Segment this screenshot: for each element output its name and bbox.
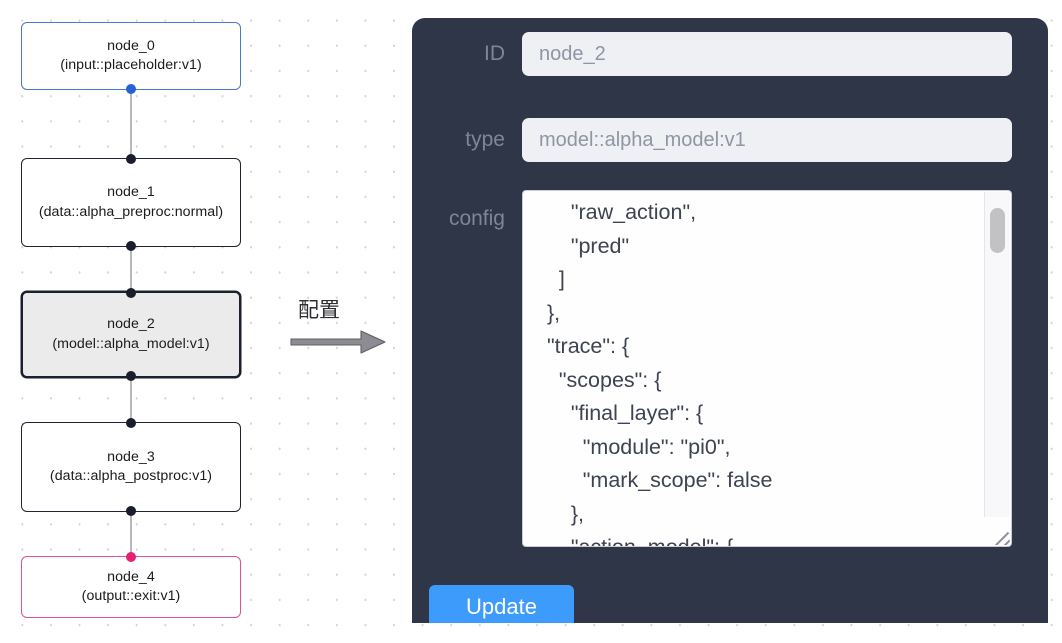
flow-node-label: node_4 (output::exit:v1) (81, 568, 181, 605)
flow-node-node_1[interactable]: node_1 (data::alpha_preproc:normal) (21, 154, 241, 251)
node-handle-target[interactable] (126, 418, 136, 428)
edge-node2-node3 (130, 378, 132, 422)
type-field-label: type (465, 128, 505, 151)
field-row-type: type (412, 118, 1048, 162)
node-config-panel: ID type config "raw_action", "pred" ] },… (412, 18, 1048, 623)
edge-node0-node1 (130, 90, 132, 158)
edge-node1-node2 (130, 247, 132, 291)
config-textarea-wrap: "raw_action", "pred" ] }, "trace": { "sc… (522, 190, 1012, 547)
update-button[interactable]: Update (429, 585, 574, 623)
flow-node-node_2[interactable]: node_2 (model::alpha_model:v1) (21, 288, 241, 381)
field-row-config: config "raw_action", "pred" ] }, "trace"… (412, 190, 1048, 547)
flow-node-node_0[interactable]: node_0 (input::placeholder:v1) (21, 22, 241, 94)
config-scrollbar[interactable] (984, 192, 1010, 517)
right-arrow-icon (290, 330, 386, 354)
flow-node-label: node_0 (input::placeholder:v1) (60, 37, 202, 74)
flow-node-label: node_2 (model::alpha_model:v1) (52, 316, 210, 352)
node-handle-target[interactable] (126, 552, 136, 562)
edge-node3-node4 (130, 512, 132, 556)
annotation-label: 配置 (298, 298, 340, 322)
node-handle-target[interactable] (126, 288, 136, 298)
config-scrollbar-thumb[interactable] (990, 208, 1005, 253)
flow-node-label: node_3 (data::alpha_postproc:v1) (49, 448, 213, 485)
node-handle-source[interactable] (126, 371, 136, 381)
field-row-id: ID (412, 32, 1048, 76)
node-handle-source[interactable] (126, 241, 136, 251)
resize-grip-icon[interactable] (988, 523, 1010, 545)
type-input[interactable] (522, 118, 1012, 162)
flow-node-label: node_1 (data::alpha_preproc:normal) (38, 184, 224, 220)
config-field-label: config (448, 207, 505, 230)
id-field-label: ID (484, 42, 505, 65)
flow-node-node_3[interactable]: node_3 (data::alpha_postproc:v1) (21, 418, 241, 516)
annotation-group: 配置 (289, 298, 399, 360)
id-input[interactable] (522, 32, 1012, 76)
config-textarea[interactable]: "raw_action", "pred" ] }, "trace": { "sc… (522, 190, 1012, 547)
node-handle-source[interactable] (126, 506, 136, 516)
node-handle-source[interactable] (126, 84, 136, 94)
flow-node-node_4[interactable]: node_4 (output::exit:v1) (21, 552, 241, 618)
node-handle-target[interactable] (126, 154, 136, 164)
